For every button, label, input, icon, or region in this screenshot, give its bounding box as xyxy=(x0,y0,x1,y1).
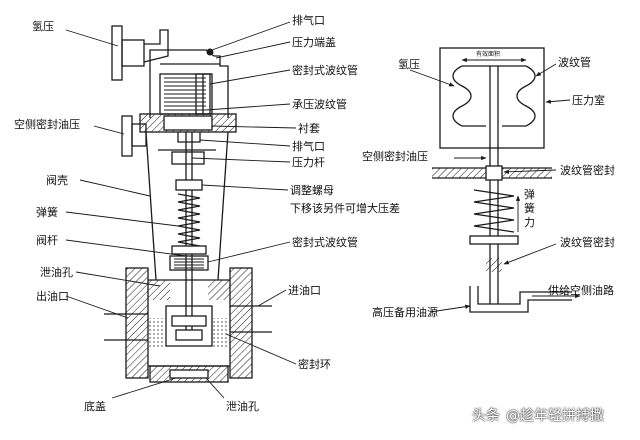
label-bushing: 衬套 xyxy=(298,122,320,135)
schematic-spring xyxy=(473,189,515,233)
label-spring-force: 弹簧力 xyxy=(524,188,535,229)
label-bellows-seal-bottom: 波纹管密封 xyxy=(560,236,615,249)
label-pressure-bellows: 承压波纹管 xyxy=(292,98,347,111)
label-effective-area: 有效面积 xyxy=(476,51,501,58)
label-pressure-chamber: 压力室 xyxy=(572,94,605,107)
spring-coil xyxy=(177,193,201,247)
label-air-side-oil-supply: 供给空侧油路 xyxy=(548,284,614,297)
oil-supply-pipe xyxy=(477,286,572,305)
label-spring: 弹簧 xyxy=(36,206,58,219)
valve-section-drawing xyxy=(65,21,297,399)
label-hp-backup-oil-source: 高压备用油源 xyxy=(372,306,438,319)
label-hydrogen-pressure-right: 氢压 xyxy=(398,58,420,71)
label-bottom-cover: 底盖 xyxy=(84,400,106,413)
oil-inlet-pipe xyxy=(230,305,272,333)
bellows-right-wall xyxy=(516,65,536,127)
label-oil-drain-hole-bottom: 泄油孔 xyxy=(226,400,259,413)
label-pressure-rod: 压力杆 xyxy=(292,156,325,169)
bottom-cover-shape xyxy=(149,365,229,383)
label-oil-drain-hole-left: 泄油孔 xyxy=(40,266,73,279)
label-hydrogen-pressure-left: 氢压 xyxy=(32,20,54,33)
left-leader-lines xyxy=(65,29,187,399)
adjusting-nut-shape xyxy=(175,179,203,191)
label-sealed-bellows-bottom: 密封式波纹管 xyxy=(292,236,358,249)
watermark-source: 头条 xyxy=(472,408,500,424)
bellows-left-wall xyxy=(452,65,472,127)
label-air-seal-oil-pressure-left: 空侧密封油压 xyxy=(14,118,80,131)
label-adjusting-nut: 调整螺母 xyxy=(290,184,334,197)
label-bellows-seal-top: 波纹管密封 xyxy=(560,164,615,177)
pressure-end-cover xyxy=(149,49,229,118)
label-seal-ring: 密封环 xyxy=(298,358,331,371)
label-exhaust-port-top: 排气口 xyxy=(292,14,325,27)
label-pressure-end-cover: 压力端盖 xyxy=(292,36,336,49)
label-bellows: 波纹管 xyxy=(558,56,591,69)
label-valve-stem: 阀杆 xyxy=(36,234,58,247)
schematic-drawing xyxy=(409,47,581,313)
right-leader-lines xyxy=(191,21,297,399)
air-oil-flange xyxy=(121,115,133,157)
label-move-down-note: 下移该另件可增大压差 xyxy=(290,202,400,215)
label-air-seal-oil-pressure-right: 空侧密封油压 xyxy=(362,150,428,163)
label-valve-body: 阀壳 xyxy=(46,174,68,187)
label-sealed-bellows-top: 密封式波纹管 xyxy=(292,64,358,77)
label-oil-outlet: 出油口 xyxy=(36,290,69,303)
hydrogen-flange xyxy=(111,25,123,81)
label-exhaust-port-mid: 排气口 xyxy=(292,140,325,153)
label-oil-inlet: 进油口 xyxy=(288,284,321,297)
pressure-chamber-box xyxy=(439,47,545,149)
watermark-author: @趁年轻拼搏撒 xyxy=(506,408,604,424)
oil-outlet-pipe xyxy=(104,313,148,341)
valve-housing xyxy=(145,131,229,281)
